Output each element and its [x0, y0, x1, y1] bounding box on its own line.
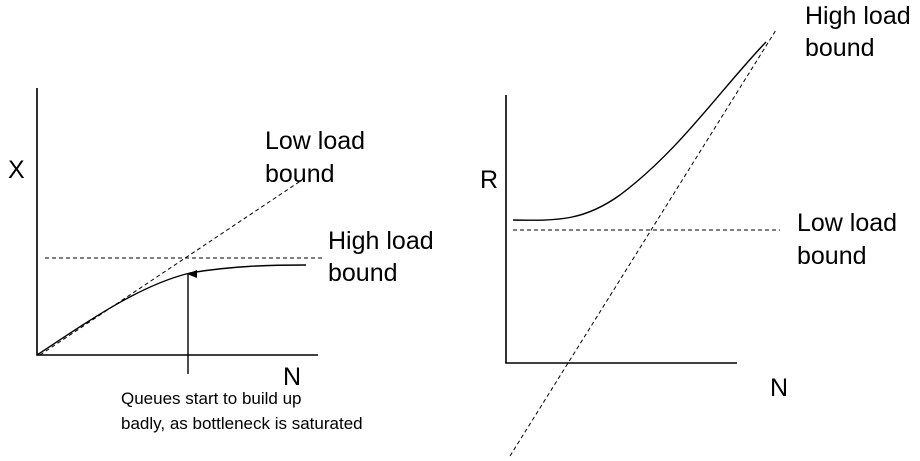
right-high-load-bound-line: [509, 29, 777, 457]
response-time-plot: R N High load bound Low load bound: [480, 2, 911, 457]
left-low-load-bound-line: [39, 179, 303, 356]
left-high-load-label-2: bound: [328, 259, 398, 287]
right-y-label: R: [480, 166, 498, 194]
right-axes: [505, 95, 737, 364]
left-y-label: X: [8, 156, 25, 184]
right-x-label: N: [770, 374, 788, 402]
right-high-load-label-2: bound: [805, 34, 875, 62]
throughput-curve: [36, 264, 307, 356]
left-low-load-label-2: bound: [265, 160, 335, 188]
annotation-line-1: Queues start to build up: [121, 389, 302, 408]
right-low-load-label-1: Low load: [797, 209, 897, 237]
left-high-load-label-1: High load: [328, 227, 434, 255]
response-time-curve: [512, 41, 767, 221]
right-high-load-label-1: High load: [805, 2, 911, 30]
right-low-load-label-2: bound: [797, 242, 867, 270]
throughput-plot: X N Low load bound High load bound Queue…: [8, 88, 434, 433]
annotation-line-2: badly, as bottleneck is saturated: [121, 414, 363, 433]
left-x-label: N: [283, 363, 301, 391]
left-low-load-label-1: Low load: [265, 127, 365, 155]
